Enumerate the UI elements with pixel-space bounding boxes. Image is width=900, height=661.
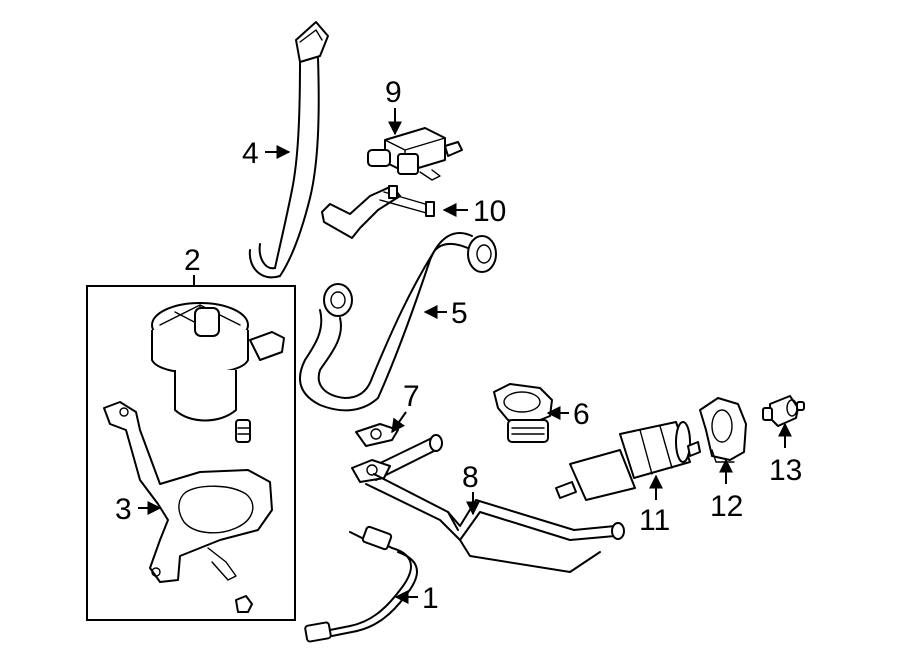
callout-4: 4 [242,137,259,170]
part-1-sensor [304,525,418,643]
part-10-bracket [321,185,435,239]
callout-3: 3 [115,493,132,526]
callout-1: 1 [422,582,439,615]
part-9-valve [367,127,463,181]
assembly-group-box [86,285,296,621]
part-8-pipe [351,434,625,573]
part-6-check-valve [493,383,553,443]
part-3-bracket [103,401,273,613]
callout-7: 7 [403,380,420,413]
callout-9: 9 [385,76,402,109]
part-5-large-hose [299,232,497,412]
callout-13: 13 [769,454,802,487]
callout-5: 5 [451,297,468,330]
callout-6: 6 [573,398,590,431]
callout-10: 10 [473,195,506,228]
leader-7 [391,411,407,434]
part-11-filter [555,421,701,501]
callout-8: 8 [462,461,479,494]
part-7-gasket [355,423,399,447]
callout-12: 12 [710,490,743,523]
part-13-grommet [762,395,805,427]
callout-2: 2 [184,244,201,277]
part-2-air-pump [151,302,285,443]
part-4-upper-hose [248,21,329,279]
callout-11: 11 [639,504,670,537]
part-12-mount [699,397,747,463]
